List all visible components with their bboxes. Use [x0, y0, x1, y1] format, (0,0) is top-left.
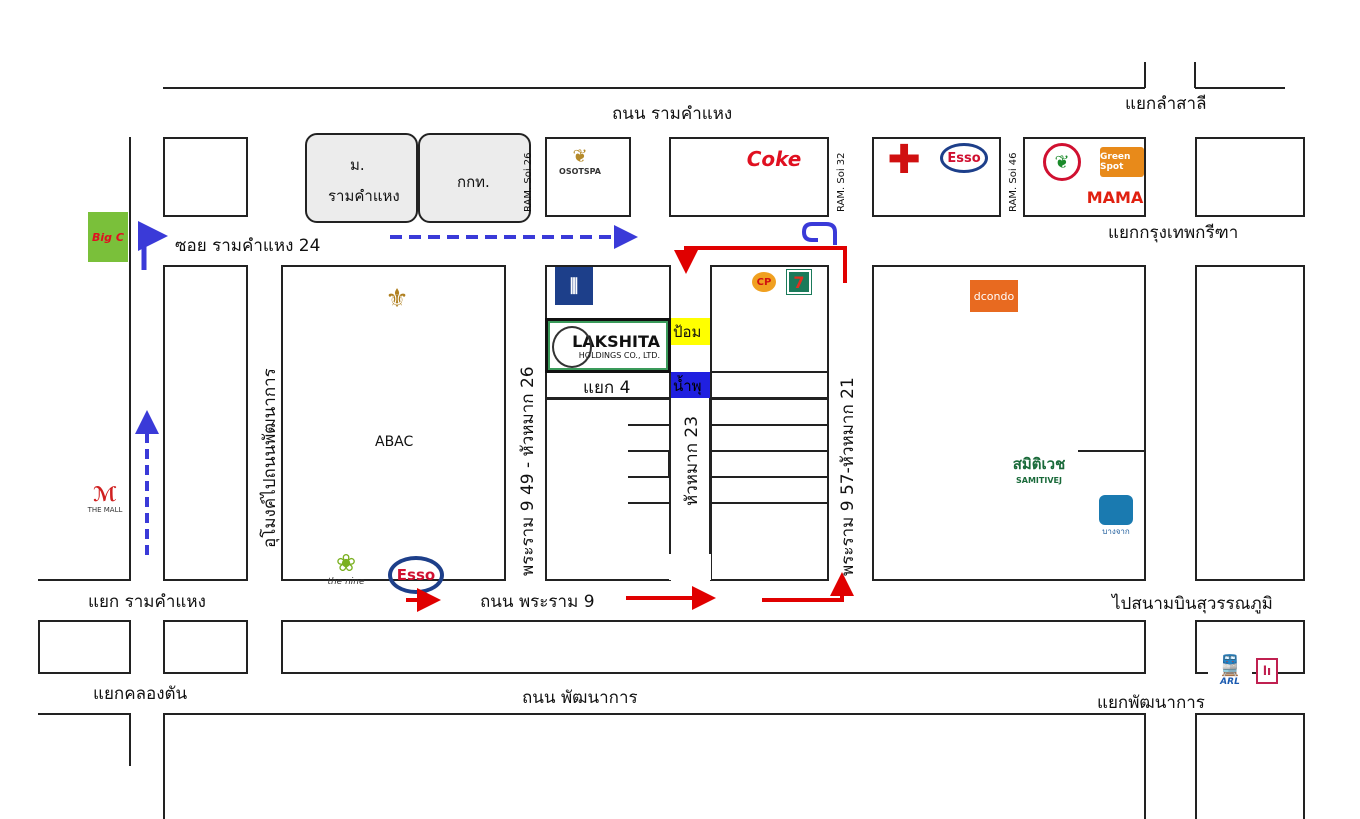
road-soi24: ซอย รามคำแหง 24	[175, 236, 321, 256]
soi-line	[545, 397, 671, 400]
junction-ramkhamhaeng: แยก รามคำแหง	[88, 592, 206, 612]
block	[1195, 713, 1305, 819]
block	[872, 265, 1146, 581]
kasikorn-logo-icon: ❦	[1043, 143, 1081, 181]
soi-line	[1078, 450, 1146, 452]
road-yaek4: แยก 4	[583, 378, 631, 398]
bangchak-logo: บางจาก	[1097, 492, 1135, 540]
coke-logo: Coke	[746, 147, 802, 171]
block	[1195, 137, 1305, 217]
arl-logo: 🚆ARL	[1208, 648, 1252, 692]
ramu-label-1: ม.	[350, 156, 365, 174]
esso-logo: Esso	[940, 143, 988, 173]
ramu-label-2: รามคำแหง	[328, 187, 400, 205]
block	[163, 713, 1146, 819]
block	[281, 620, 1146, 674]
road-edge	[38, 713, 130, 715]
bigc-logo: Big C	[88, 212, 128, 262]
block	[1195, 265, 1305, 581]
soi-line	[628, 476, 670, 478]
samitivej-logo: สมิติเวช SAMITIVEJ	[993, 452, 1085, 485]
road-edge	[129, 137, 131, 581]
lakshita-sub: HOLDINGS CO., LTD.	[578, 350, 660, 360]
junction-khlongtan: แยกคลองตัน	[93, 684, 188, 704]
junction-phatthanakan: แยกพัฒนาการ	[1097, 693, 1205, 713]
thenine-logo: ❀the nine	[327, 549, 365, 587]
bangchak-text: บางจาก	[1102, 526, 1130, 536]
road-rama9: ถนน พระราม 9	[480, 592, 595, 612]
route-arrow-4	[674, 246, 847, 283]
red-cross-icon: ✚	[887, 137, 921, 183]
soi-huamak23	[669, 398, 711, 580]
road-edge	[163, 87, 1145, 89]
u-turn-icon	[801, 222, 837, 245]
pom-highlight	[671, 318, 710, 345]
soi-line	[710, 424, 829, 426]
route-arrow-3	[762, 572, 854, 602]
block	[163, 620, 248, 674]
ramkhamhaeng-university	[305, 133, 418, 223]
osotspa-logo: ❦OSOTSPA	[555, 140, 605, 182]
cp-logo: CP	[752, 272, 776, 292]
pom-label: ป้อม	[673, 323, 702, 341]
abac-block	[281, 265, 506, 581]
abac-seal-icon: ⚜	[385, 284, 409, 314]
fountain-label: น้ำพุ	[673, 377, 702, 395]
soi-line	[628, 502, 670, 504]
osotspa-bird-icon: ❦	[572, 146, 588, 167]
soi-line	[710, 371, 829, 373]
road-ramkhamhaeng: ถนน รามคำแหง	[612, 104, 733, 124]
train-icon: 🚆	[1217, 653, 1243, 677]
soi-line	[669, 398, 671, 554]
block	[545, 137, 631, 217]
seven-eleven-logo: 7	[786, 269, 812, 295]
building-logo-icon: ⫼	[555, 267, 593, 305]
junction-krungthep-kreetha: แยกกรุงเทพกรีฑา	[1108, 223, 1239, 243]
block	[38, 620, 131, 674]
abac-label: ABAC	[375, 434, 414, 450]
esso-logo-rama9: Esso	[388, 556, 444, 594]
soi-line	[710, 502, 829, 504]
fountain-highlight	[671, 372, 710, 398]
junction-lamsali: แยกลำสาลี	[1125, 94, 1207, 114]
block	[163, 137, 248, 217]
dcondo-logo: dcondo	[970, 280, 1018, 312]
samitivej-th: สมิติเวช	[1012, 454, 1066, 473]
to-airport: ไปสนามบินสุวรรณภูมิ	[1112, 594, 1273, 614]
soi-line	[710, 397, 829, 400]
block	[710, 265, 829, 581]
themall-text: THE MALL	[87, 506, 123, 514]
lakshita-logo: LAKSHITA HOLDINGS CO., LTD.	[545, 318, 671, 373]
block	[669, 137, 829, 217]
road-edge	[1195, 87, 1285, 89]
mrt-logo-icon: lı	[1256, 658, 1278, 684]
soi-line	[710, 450, 829, 452]
soi-line	[710, 476, 829, 478]
road-edge	[38, 579, 130, 581]
road-edge	[1144, 62, 1146, 88]
road-edge	[1194, 62, 1196, 88]
walk-arrow-turn	[138, 221, 168, 270]
greenspot-logo: Green Spot	[1100, 147, 1144, 177]
thenine-text: the nine	[327, 577, 365, 587]
mama-logo: MAMA	[1086, 187, 1144, 207]
arl-text: ARL	[1220, 677, 1240, 687]
road-phatthanakan: ถนน พัฒนาการ	[522, 688, 638, 708]
lion-icon	[552, 326, 592, 368]
osotspa-text: OSOTSPA	[559, 167, 601, 176]
lakshita-name: LAKSHITA	[572, 331, 660, 351]
block	[163, 265, 248, 581]
samitivej-en: SAMITIVEJ	[1016, 475, 1062, 485]
bangchak-leaf-icon	[1099, 494, 1133, 525]
road-edge	[129, 713, 131, 766]
soi-line	[628, 450, 670, 452]
soi-line	[628, 424, 670, 426]
egat-label: กกท.	[457, 173, 490, 191]
sports-authority	[418, 133, 531, 223]
soi-line	[668, 450, 670, 478]
